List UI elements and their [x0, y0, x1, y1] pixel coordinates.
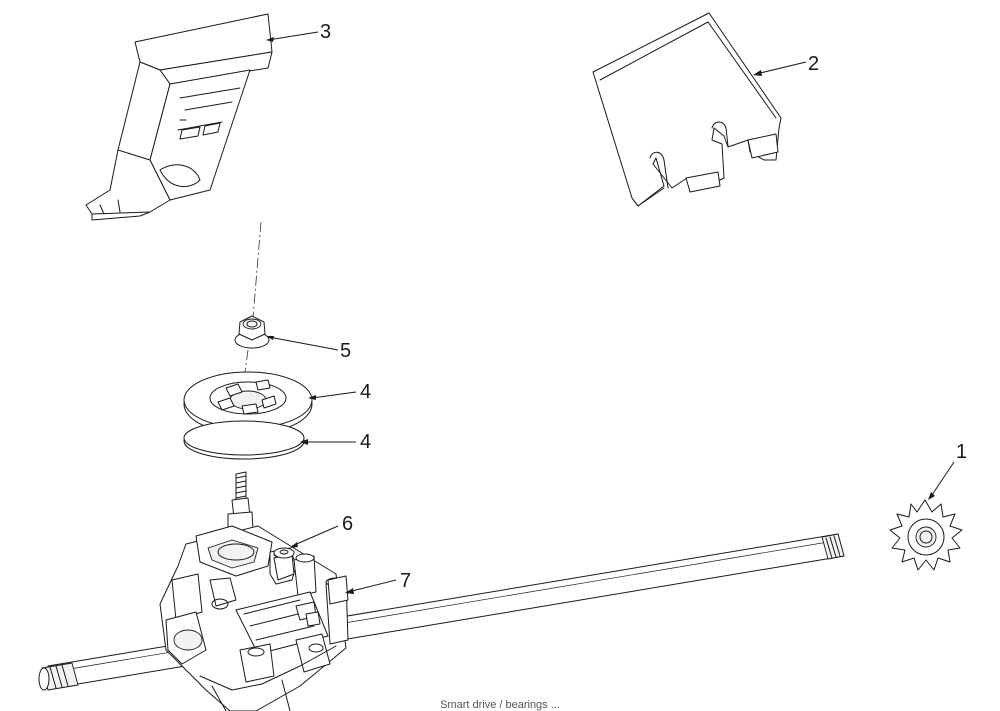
callout-2: 2 — [808, 53, 819, 75]
part-5-nut — [234, 315, 339, 351]
part-3-bracket — [85, 13, 319, 221]
part-7-pin — [327, 575, 397, 605]
part-2-plate — [592, 12, 807, 207]
part-6-plug — [273, 525, 339, 581]
callout-4-lower: 4 — [360, 431, 371, 453]
footer-caption: Smart drive / bearings ... — [440, 700, 560, 711]
transmission-housing — [159, 525, 349, 711]
callout-1: 1 — [956, 441, 967, 463]
callout-5: 5 — [340, 340, 351, 362]
callout-6: 6 — [342, 513, 353, 535]
part-1-gear — [889, 461, 963, 571]
callout-7: 7 — [400, 570, 411, 592]
axle-shaft — [38, 533, 845, 691]
part-4b-pulley-lower — [183, 420, 356, 460]
callout-3: 3 — [320, 21, 331, 43]
callout-4-upper: 4 — [360, 381, 371, 403]
assembly-axis-line — [251, 221, 262, 331]
